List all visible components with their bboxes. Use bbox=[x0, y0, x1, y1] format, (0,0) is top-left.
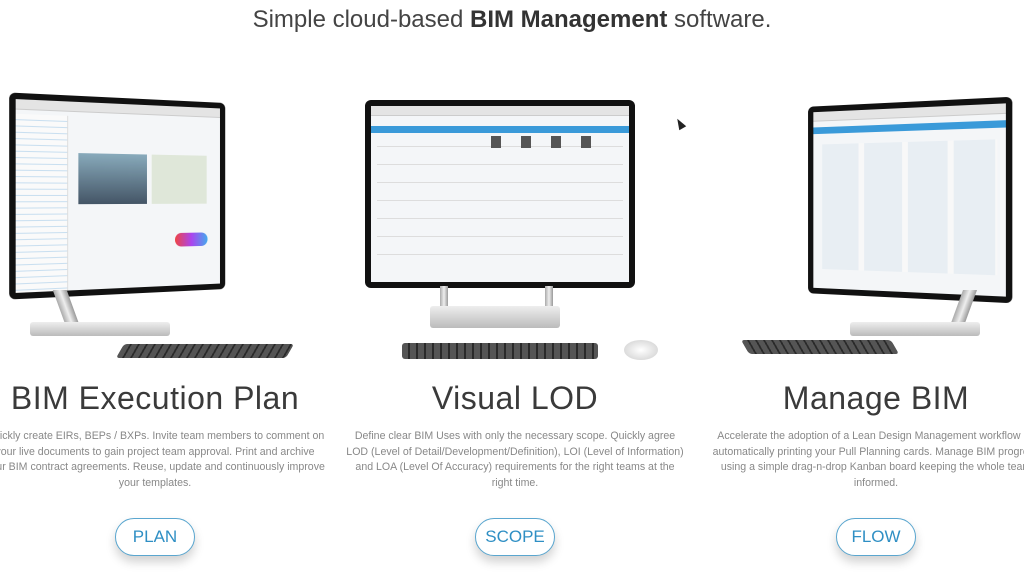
flow-button[interactable]: FLOW bbox=[836, 518, 916, 556]
plan-button[interactable]: PLAN bbox=[115, 518, 195, 556]
feature-description: Accelerate the adoption of a Lean Design… bbox=[712, 430, 1024, 489]
monitor-screen-bep bbox=[9, 92, 226, 300]
headline-prefix: Simple cloud-based bbox=[252, 6, 471, 33]
feature-title: BIM Execution Plan bbox=[10, 380, 300, 416]
monitor-screen-kanban bbox=[808, 96, 1013, 304]
headline-bold: BIM Management bbox=[470, 6, 668, 33]
feature-lod: Visual LOD Define clear BIM Uses with on… bbox=[345, 380, 685, 491]
feature-title: Manage BIM bbox=[782, 380, 970, 416]
feature-manage: Manage BIM Accelerate the adoption of a … bbox=[706, 380, 1024, 491]
feature-description: Quickly create EIRs, BEPs / BXPs. Invite… bbox=[0, 430, 325, 489]
feature-bep: BIM Execution Plan Quickly create EIRs, … bbox=[0, 380, 325, 491]
headline: Simple cloud-based BIM Management softwa… bbox=[0, 6, 1024, 34]
feature-description: Define clear BIM Uses with only the nece… bbox=[346, 430, 684, 489]
scope-button[interactable]: SCOPE bbox=[475, 518, 555, 556]
mouse-cursor-icon bbox=[673, 116, 687, 131]
feature-title: Visual LOD bbox=[431, 380, 599, 416]
monitor-screen-lod bbox=[365, 100, 635, 288]
headline-suffix: software. bbox=[667, 6, 772, 33]
